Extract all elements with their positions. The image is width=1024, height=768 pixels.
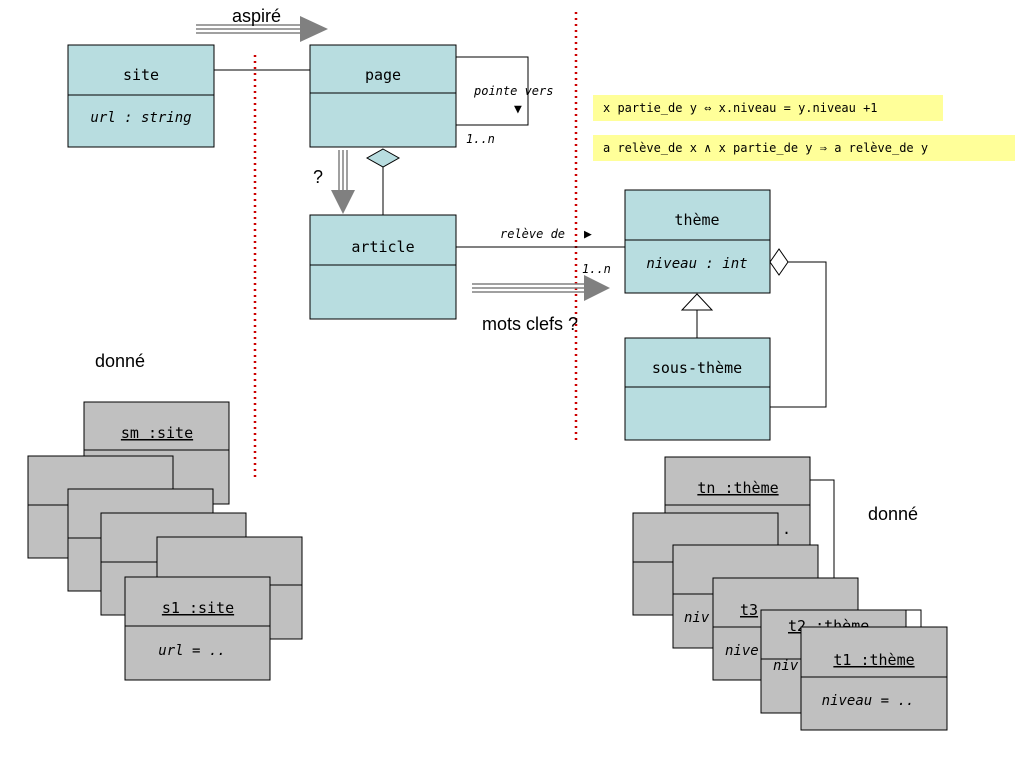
aggregation-diamond-theme [769,248,789,276]
rule-note-1: x partie_de y ⇔ x.niveau = y.niveau +1 [593,95,943,121]
instance-s1-site-attr: url = .. [158,643,225,659]
instance-t2-link [906,609,922,628]
rule-note-2: a relève_de x ∧ x partie_de y ⇒ a relève… [593,135,1015,161]
instance-tn-link [810,479,835,578]
assoc-pointe-vers-label: pointe vers [473,84,553,98]
instance-theme-stack-2-dot: . [782,520,791,538]
mots-clefs-label: mots clefs ? [482,314,578,334]
mots-clefs-arrow [472,275,610,301]
assoc-releve-de-label: relève de [500,227,565,241]
left-instance-stack: sm :site s1 :site url = .. [27,401,303,681]
class-page[interactable]: page [309,44,457,148]
class-sous-theme-name: sous-thème [652,359,742,377]
right-given-label: donné [868,504,918,524]
instance-s1-site[interactable]: s1 :site url = .. [124,576,271,681]
question-label: ? [313,167,323,187]
class-page-name: page [365,66,401,84]
assoc-pointe-vers-mult: 1..n [466,132,495,146]
class-theme-name: thème [674,211,719,229]
class-theme[interactable]: thème niveau : int [624,189,771,294]
class-site-name: site [123,66,159,84]
instance-t1-theme[interactable]: t1 :thème niveau = .. [800,626,948,731]
instance-t1-theme-name: t1 :thème [833,651,914,669]
instance-s1-site-name: s1 :site [162,599,234,617]
question-arrow [331,150,355,214]
class-site-attr: url : string [90,110,191,126]
left-given-label: donné [95,351,145,371]
instance-sm-site-name: sm :site [121,424,193,442]
right-instance-stack: tn :thème . niv t3 nive t2 :thème niv [632,456,948,731]
assoc-releve-de-mult: 1..n [582,262,611,276]
instance-t1-theme-attr: niveau = .. [822,693,915,709]
aspire-arrow [196,16,328,42]
class-article-name: article [351,238,414,256]
instance-theme-stack-3-attr: niv [684,610,710,626]
class-site[interactable]: site url : string [67,44,215,148]
instance-t3-theme-attr: nive [725,643,759,659]
aggregation-diamond-page [365,148,401,168]
class-sous-theme[interactable]: sous-thème [624,337,771,441]
assoc-pointe-vers-arrow: ▼ [514,102,522,117]
assoc-theme-sous-theme [770,261,827,408]
rule-text-1: x partie_de y ⇔ x.niveau = y.niveau +1 [603,101,878,115]
instance-t2-theme-attr: niv [773,658,799,674]
rule-text-2: a relève_de x ∧ x partie_de y ⇒ a relève… [603,141,928,155]
aspire-label: aspiré [232,6,281,26]
instance-tn-theme-name: tn :thème [697,479,778,497]
assoc-releve-de-arrow: ▶ [584,227,592,242]
class-article[interactable]: article [309,214,457,320]
assoc-pointe-vers [456,56,529,126]
inheritance-triangle [680,293,714,311]
instance-t3-theme-name: t3 [740,601,758,619]
class-theme-attr: niveau : int [646,256,747,272]
